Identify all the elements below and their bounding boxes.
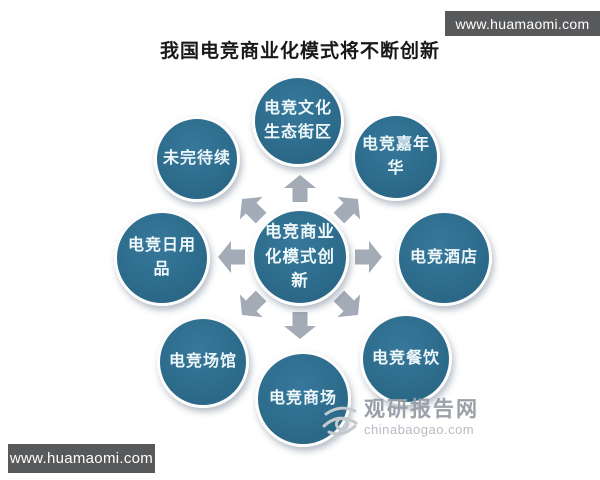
site-url-top: www.huamaomi.com <box>455 15 590 32</box>
node-label: 未完待续 <box>162 150 231 167</box>
node-culture-street: 电竞文化 生态街区 <box>252 75 344 167</box>
node-label: 电竞嘉年 华 <box>361 136 430 177</box>
node-label: 电竞餐饮 <box>371 350 440 367</box>
site-banner-bottom: www.huamaomi.com <box>8 444 155 473</box>
node-hotel: 电竞酒店 <box>396 210 492 306</box>
node-daily-goods: 电竞日用 品 <box>114 210 210 306</box>
node-carnival: 电竞嘉年 华 <box>352 113 440 201</box>
node-label: 电竞文化 生态街区 <box>263 100 332 141</box>
site-banner-top: www.huamaomi.com <box>445 11 600 36</box>
node-arena: 电竞场馆 <box>157 316 249 408</box>
node-label: 电竞场馆 <box>168 353 237 370</box>
node-label: 电竞酒店 <box>409 249 478 266</box>
eye-logo-icon <box>322 406 358 436</box>
node-catering: 电竞餐饮 <box>360 313 452 405</box>
arrow-up-left-icon <box>239 196 267 224</box>
arrow-down-left-icon <box>239 290 267 318</box>
node-label: 电竞商场 <box>268 390 337 407</box>
node-to-be-continued: 未完待续 <box>154 116 240 202</box>
watermark-domain: chinabaogao.com <box>364 422 475 438</box>
node-mall: 电竞商场 <box>255 351 351 447</box>
arrow-left-icon <box>218 241 245 273</box>
arrow-up-icon <box>284 175 316 202</box>
arrow-down-icon <box>284 312 316 339</box>
center-node-label: 电竞商业 化模式创 新 <box>265 222 335 291</box>
watermark: 观研报告网 chinabaogao.com <box>322 398 479 440</box>
watermark-name: 观研报告网 <box>364 398 479 421</box>
page-title: 我国电竞商业化模式将不断创新 <box>159 41 440 62</box>
arrow-down-right-icon <box>333 290 361 318</box>
site-url-bottom: www.huamaomi.com <box>9 450 154 467</box>
center-node: 电竞商业 化模式创 新 <box>251 208 349 306</box>
node-label: 电竞日用 品 <box>127 237 196 278</box>
arrow-right-icon <box>355 241 382 273</box>
arrow-up-right-icon <box>333 196 361 224</box>
